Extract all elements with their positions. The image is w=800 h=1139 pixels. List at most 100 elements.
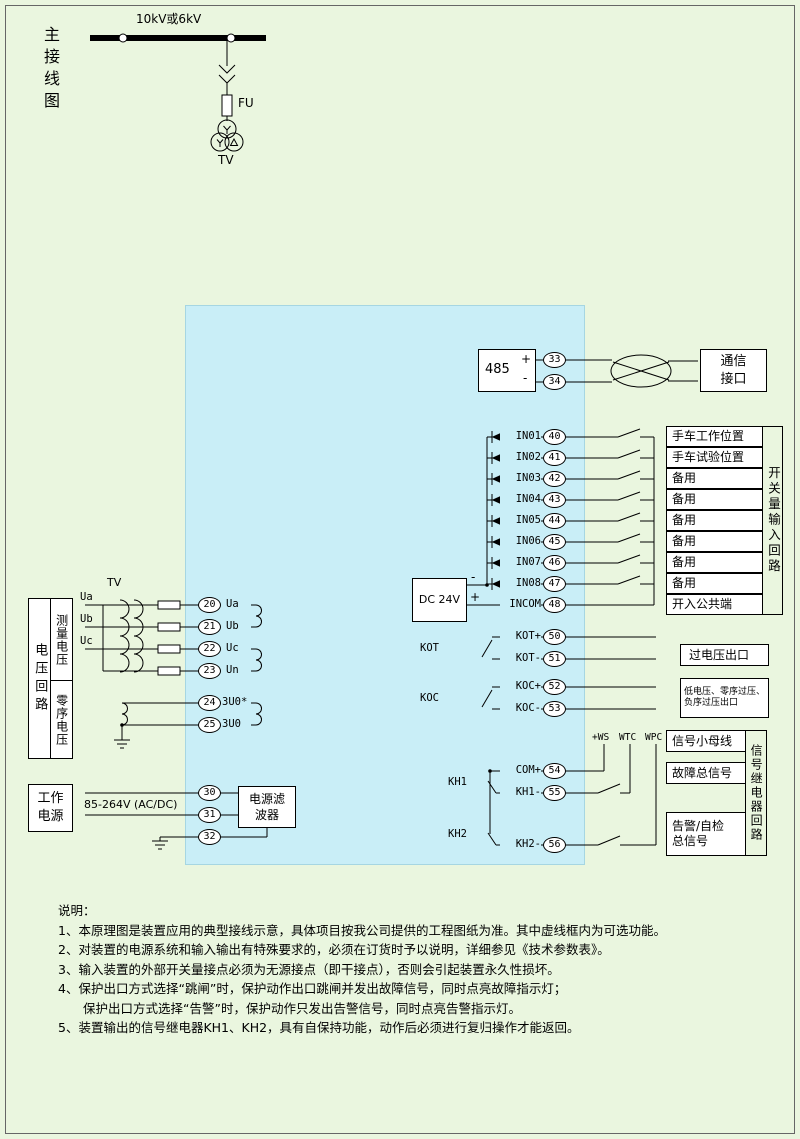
terminal-30: 30 [198,785,221,801]
terminal-54: 54 [543,763,566,779]
terminal-46: 46 [543,555,566,571]
input-desc: 备用 [666,489,763,510]
koc-desc: 低电压、零序过压、 负序过压出口 [680,678,769,718]
terminal-23: 23 [198,663,221,679]
voltage-group-label: 电压回路 [32,642,48,715]
note-line: 保护出口方式选择“告警”时，保护动作只发出告警信号，同时点亮告警指示灯。 [58,1000,521,1016]
terminal-34: 34 [543,374,566,390]
input-signal: IN04 [500,492,541,507]
kot-desc: 过电压出口 [680,644,769,666]
kot-minus-label: KOT- [500,651,541,666]
koc-minus-label: KOC- [500,701,541,716]
note-line: 5、装置输出的信号继电器KH1、KH2，具有自保持功能，动作后必须进行复归操作才… [58,1020,580,1035]
input-signal: IN03 [500,471,541,486]
note-line: 4、保护出口方式选择“跳闸”时，保护动作出口跳闸并发出故障信号，同时点亮故障指示… [58,981,567,996]
rs485-minus: - [523,371,528,385]
terminal-51: 51 [543,651,566,667]
terminal-33: 33 [543,352,566,368]
kh1-name: KH1 [448,776,467,788]
kot-name: KOT [420,642,439,654]
terminal-42: 42 [543,471,566,487]
terminal-43: 43 [543,492,566,508]
terminal-44: 44 [543,513,566,529]
wtc-bus-label: WTC [619,732,637,743]
power-range-label: 85-264V (AC/DC) [84,797,178,812]
input-desc: 备用 [666,531,763,552]
input-desc: 手车试验位置 [666,447,763,468]
signal-group-cell: 信号继电器回路 [745,730,767,856]
input-desc: 备用 [666,510,763,531]
voltage-group-cell: 电压回路 [28,598,51,759]
dc24v-box: DC 24V [412,578,467,622]
koc-name: KOC [420,692,439,704]
tv-top-label: TV [218,153,234,167]
input-signal: IN05 [500,513,541,528]
voltage-row-label: 3U0 [222,718,241,730]
input-signal: IN08 [500,576,541,591]
measure-group-label: 测量电压 [54,613,69,666]
input-desc: 备用 [666,468,763,489]
rs485-label: 485 [485,362,510,377]
voltage-row-label: Ub [226,620,239,632]
kh2-minus-label: KH2- [500,837,541,852]
notes-block: 说明： 1、本原理图是装置应用的典型接线示意，具体项目按我公司提供的工程图纸为准… [58,901,768,1038]
comm-port-box: 通信 接口 [700,349,767,392]
note-line: 2、对装置的电源系统和输入输出有特殊要求的，必须在订货时予以说明，详细参见《技术… [58,942,610,957]
terminal-40: 40 [543,429,566,445]
voltage-row-label: Uc [226,642,239,654]
terminal-20: 20 [198,597,221,613]
phase-a-label: Ua [80,591,93,603]
voltage-row-label: Un [226,664,239,676]
terminal-53: 53 [543,701,566,717]
input-group-label: 开关量输入回路 [765,466,781,575]
power-group-box: 工作 电源 [28,784,73,832]
input-desc: 开入公共端 [666,594,763,615]
note-line: 1、本原理图是装置应用的典型接线示意，具体项目按我公司提供的工程图纸为准。其中虚… [58,922,666,938]
terminal-47: 47 [543,576,566,592]
input-signal: IN02 [500,450,541,465]
terminal-55: 55 [543,785,566,801]
input-signal: INCOM [500,597,541,612]
page-border [5,5,795,1134]
terminal-52: 52 [543,679,566,695]
note-line: 3、输入装置的外部开关量接点必须为无源接点（即干接点），否则会引起装置永久性损坏… [58,961,560,977]
input-signal: IN01 [500,429,541,444]
kh1-minus-label: KH1- [500,785,541,800]
terminal-24: 24 [198,695,221,711]
tv-left-label: TV [107,576,122,589]
koc-plus-label: KOC+ [500,679,541,694]
signal-group-label: 信号继电器回路 [749,744,764,842]
fuse-label: FU [238,96,254,110]
terminal-21: 21 [198,619,221,635]
input-signal: IN06 [500,534,541,549]
dc-minus: - [471,570,476,584]
com-plus-label: COM+ [500,763,541,778]
rs485-box [478,349,536,392]
input-desc: 备用 [666,552,763,573]
terminal-41: 41 [543,450,566,466]
phase-c-label: Uc [80,635,93,647]
terminal-22: 22 [198,641,221,657]
input-group-cell: 开关量输入回路 [762,426,783,615]
zero-seq-group-label: 零序电压 [54,693,69,746]
measure-group-cell: 测量电压 [50,598,73,681]
kot-plus-label: KOT+ [500,629,541,644]
input-desc: 备用 [666,573,763,594]
kh2-name: KH2 [448,828,467,840]
terminal-50: 50 [543,629,566,645]
terminal-32: 32 [198,829,221,845]
input-signal: IN07 [500,555,541,570]
terminal-48: 48 [543,597,566,613]
input-desc: 手车工作位置 [666,426,763,447]
notes-heading: 说明： [58,903,96,918]
power-filter-box: 电源滤 波器 [238,786,296,828]
terminal-25: 25 [198,717,221,733]
terminal-45: 45 [543,534,566,550]
voltage-row-label: Ua [226,598,239,610]
dc-plus: + [470,590,481,604]
signal-desc-bus: 信号小母线 [666,730,746,752]
ws-bus-label: +WS [592,732,610,743]
terminal-31: 31 [198,807,221,823]
wpc-bus-label: WPC [645,732,663,743]
terminal-56: 56 [543,837,566,853]
